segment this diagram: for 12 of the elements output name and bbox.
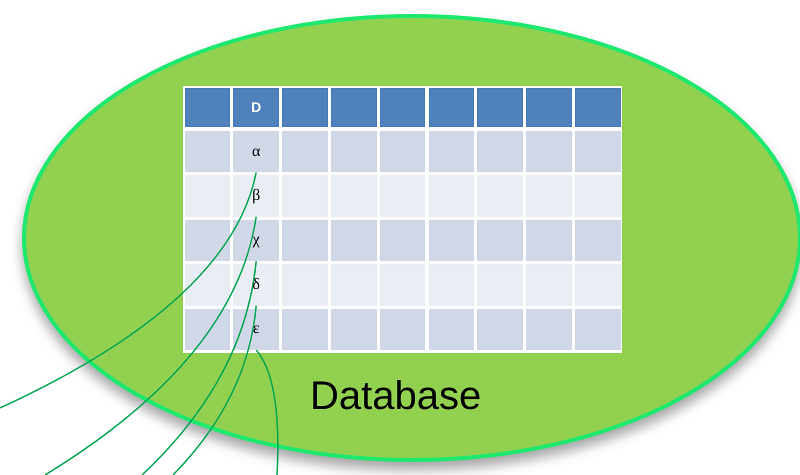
leader-line [44, 216, 257, 475]
ellipse-label: Database [310, 374, 482, 419]
table-cell: α [233, 131, 280, 172]
leader-line [141, 261, 257, 475]
leader-line [0, 172, 257, 409]
table-cell: ε [233, 308, 280, 350]
header-cell: D [233, 88, 280, 126]
table-cell: β [233, 175, 280, 217]
leader-line [172, 306, 257, 475]
leader-line [256, 350, 279, 475]
table-cell: χ [233, 220, 280, 262]
table-cell: δ [233, 264, 280, 306]
